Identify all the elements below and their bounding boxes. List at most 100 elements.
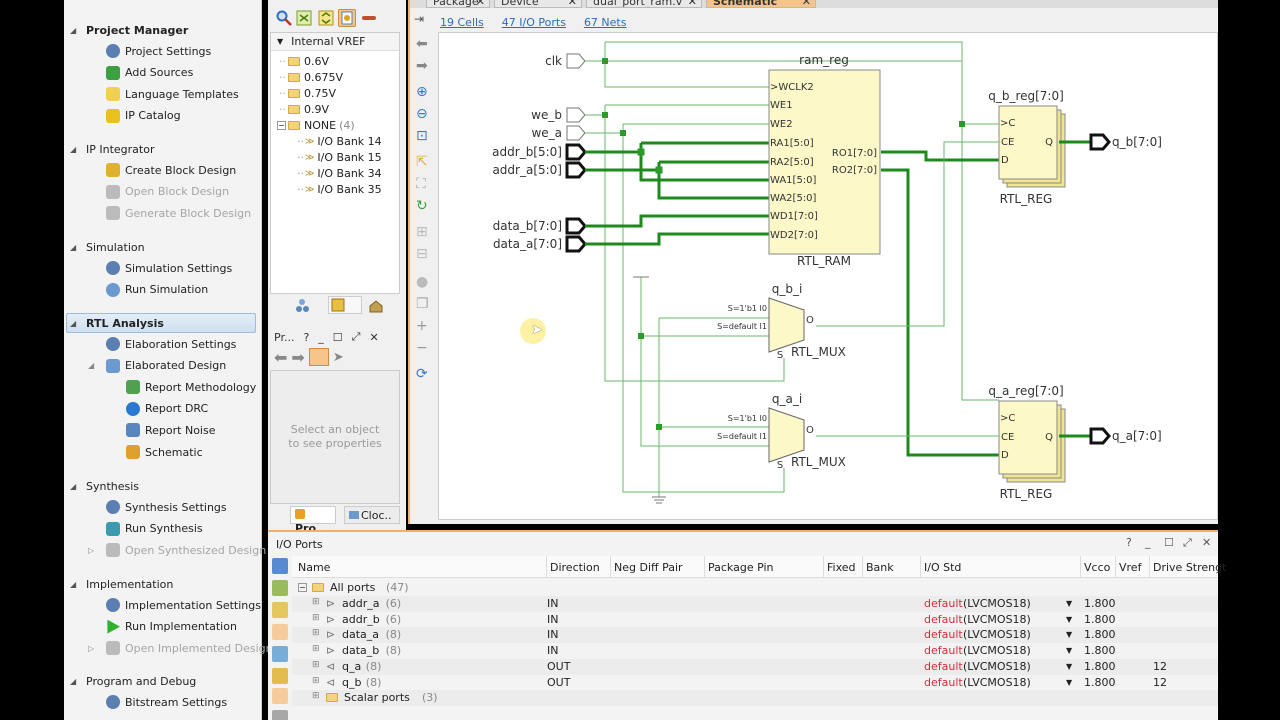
- column-header-bank[interactable]: Bank: [866, 561, 894, 574]
- ram-block[interactable]: [768, 69, 881, 255]
- add-icon[interactable]: +: [416, 318, 428, 334]
- column-header-vcco[interactable]: Vcco: [1084, 561, 1111, 574]
- collapse-triangle-icon[interactable]: ◢: [70, 26, 77, 35]
- nav-item-run-synthesis[interactable]: Run Synthesis: [106, 521, 203, 536]
- dropdown-arrow-icon[interactable]: ▼: [1066, 614, 1073, 624]
- collapse-icon[interactable]: ⊟: [416, 246, 428, 262]
- vref-item[interactable]: ··0.75V: [279, 87, 337, 100]
- vref-item[interactable]: ··0.6V: [279, 55, 330, 68]
- regenerate-icon[interactable]: ↻: [416, 198, 428, 214]
- nav-item-synthesis-settings[interactable]: Synthesis Settings: [106, 500, 227, 514]
- nav-item-ip-catalog[interactable]: IP Catalog: [106, 108, 181, 123]
- zoom-in-icon[interactable]: ⊕: [416, 84, 428, 100]
- vref-item[interactable]: ··0.675V: [279, 71, 344, 84]
- input-port-addr_b[interactable]: [565, 143, 587, 161]
- collapse-triangle-icon[interactable]: ◢: [70, 580, 77, 589]
- io-bank-item[interactable]: ··≫I/O Bank 35: [297, 183, 382, 196]
- nav-section-implementation[interactable]: ◢Implementation: [70, 578, 174, 591]
- cells-link[interactable]: 19 Cells: [440, 15, 484, 29]
- forward-arrow-icon[interactable]: ➡: [291, 347, 305, 367]
- expand-box-icon[interactable]: ⊞: [312, 612, 320, 623]
- tab-package[interactable]: Package✕: [426, 0, 490, 8]
- scalar-ports-row[interactable]: ⊞Scalar ports(3): [292, 690, 1218, 707]
- nav-item-bitstream-settings[interactable]: Bitstream Settings: [106, 695, 227, 709]
- io-bank-item[interactable]: ··≫I/O Bank 14: [297, 135, 382, 148]
- collapse-triangle-icon[interactable]: ◢: [70, 243, 77, 252]
- column-header-direction[interactable]: Direction: [550, 561, 600, 574]
- collapse-triangle-icon[interactable]: ◢: [70, 482, 77, 491]
- io-ports-link[interactable]: 47 I/O Ports: [501, 15, 566, 29]
- hierarchy-tab-icon[interactable]: [296, 298, 316, 314]
- nav-item-run-simulation[interactable]: Run Simulation: [106, 282, 208, 297]
- nav-item-add-sources[interactable]: Add Sources: [106, 65, 193, 80]
- io-float-icon[interactable]: ⤢: [1183, 536, 1192, 549]
- collapse-box-icon[interactable]: −: [298, 583, 307, 592]
- collapse-box-icon[interactable]: −: [277, 121, 286, 130]
- search-cell-icon[interactable]: ●: [416, 274, 429, 290]
- column-header-neg-diff-pair[interactable]: Neg Diff Pair: [614, 561, 683, 574]
- column-header-package-pin[interactable]: Package Pin: [708, 561, 774, 574]
- column-header-vref[interactable]: Vref: [1119, 561, 1142, 574]
- tab-device[interactable]: Device✕: [494, 0, 582, 8]
- group-by-icon[interactable]: [338, 9, 356, 27]
- expand-box-icon[interactable]: ⊞: [312, 597, 320, 607]
- vref-item[interactable]: ··0.9V: [279, 103, 330, 116]
- refresh-icon[interactable]: ⟳: [416, 366, 428, 382]
- output-port[interactable]: [1089, 133, 1111, 151]
- nav-item-generate-block-design[interactable]: Generate Block Design: [106, 206, 251, 221]
- dropdown-arrow-icon[interactable]: ▼: [1066, 630, 1073, 640]
- output-port[interactable]: [1089, 427, 1111, 445]
- nav-section-simulation[interactable]: ◢Simulation: [70, 241, 145, 254]
- input-port-clk[interactable]: [566, 53, 586, 69]
- expand-all-icon[interactable]: [318, 10, 334, 26]
- collapse-all-icon[interactable]: [296, 10, 312, 26]
- dropdown-arrow-icon[interactable]: ▼: [1066, 646, 1073, 656]
- fit-selection-icon[interactable]: ⛶: [416, 176, 426, 192]
- nav-item-elaboration-settings[interactable]: Elaboration Settings: [106, 337, 236, 351]
- dropdown-arrow-icon[interactable]: ▼: [1066, 599, 1073, 608]
- column-header-name[interactable]: Name: [298, 561, 331, 574]
- zoom-fit-icon[interactable]: ⊡: [416, 128, 428, 144]
- nav-section-ip-integrator[interactable]: ◢IP Integrator: [70, 143, 155, 156]
- column-header-fixed[interactable]: Fixed: [827, 561, 856, 574]
- nav-section-program-and-debug[interactable]: ◢Program and Debug: [70, 675, 197, 688]
- nav-item-run-implementation[interactable]: Run Implementation: [106, 619, 237, 634]
- nets-link[interactable]: 67 Nets: [583, 15, 627, 29]
- float-icon[interactable]: ⤢: [351, 330, 361, 343]
- collapse-triangle-icon[interactable]: ◢: [88, 361, 95, 371]
- dropdown-arrow-icon[interactable]: ▼: [1066, 677, 1073, 687]
- dropdown-arrow-icon[interactable]: ▼: [1066, 661, 1073, 671]
- zoom-out-icon[interactable]: ⊖: [416, 106, 428, 122]
- expand-box-icon[interactable]: ⊞: [312, 675, 320, 686]
- expand-box-icon[interactable]: ⊞: [312, 691, 320, 702]
- collapse-triangle-icon[interactable]: ◢: [70, 319, 77, 328]
- nav-item-report-drc[interactable]: Report DRC: [126, 401, 208, 416]
- nav-item-implementation-settings[interactable]: Implementation Settings: [106, 598, 261, 612]
- close-tab-icon[interactable]: ✕: [687, 0, 697, 8]
- group-by-bus-icon[interactable]: [272, 624, 288, 640]
- io-close-icon[interactable]: ✕: [1202, 536, 1212, 549]
- input-port-we_b[interactable]: [566, 107, 586, 123]
- io-maximize-icon[interactable]: ☐: [1164, 536, 1174, 549]
- maximize-icon[interactable]: ☐: [332, 330, 343, 344]
- back-icon[interactable]: ⬅: [416, 36, 428, 52]
- close-tab-icon[interactable]: ✕: [801, 0, 811, 8]
- search-icon[interactable]: [272, 558, 288, 574]
- sort-icon[interactable]: [272, 688, 288, 704]
- tab-properties[interactable]: Pro..: [290, 506, 336, 535]
- expand-box-icon[interactable]: ⊞: [312, 644, 320, 655]
- pointer-icon[interactable]: ➤: [332, 349, 344, 365]
- input-port-data_b[interactable]: [565, 217, 587, 235]
- collapse-all-icon[interactable]: [272, 580, 288, 596]
- close-tab-icon[interactable]: ✕: [475, 0, 485, 8]
- back-arrow-icon[interactable]: ⬅: [274, 347, 288, 367]
- create-interface-icon[interactable]: [272, 646, 288, 662]
- reg-block[interactable]: [998, 400, 1058, 475]
- io-minimize-icon[interactable]: _: [1145, 536, 1151, 549]
- tab-dual-port-ram-v[interactable]: dual_port_ram.v✕: [586, 0, 702, 8]
